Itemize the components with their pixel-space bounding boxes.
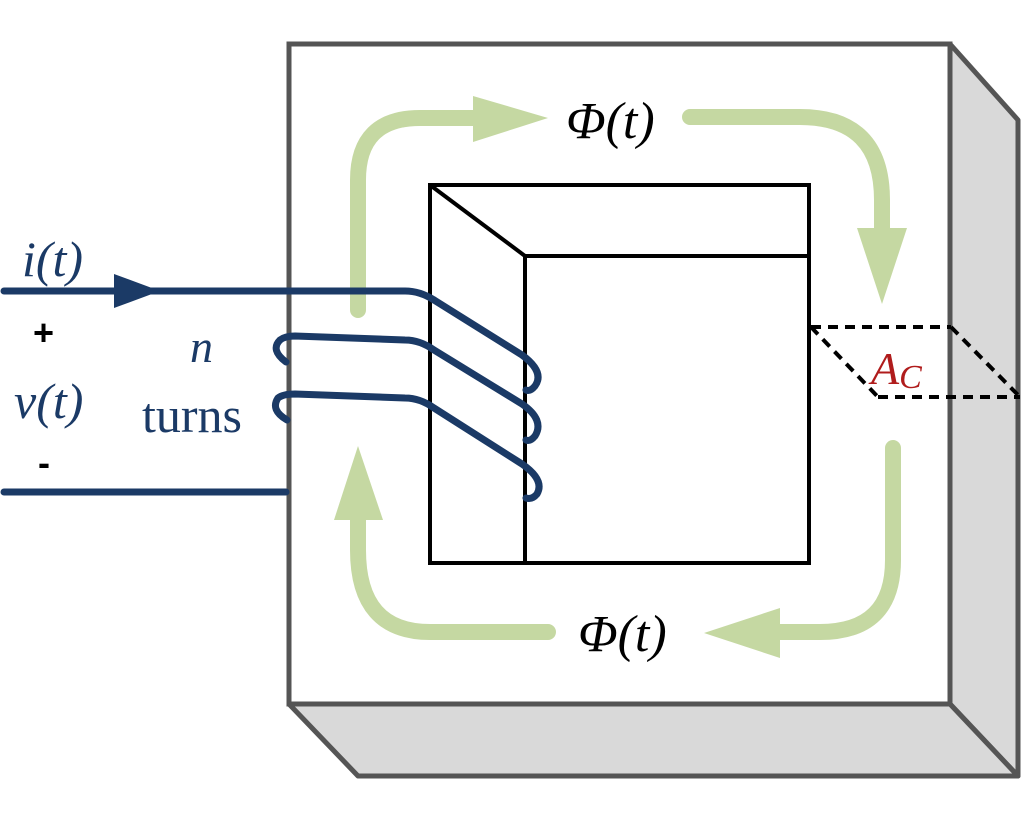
flux-arrowhead-down-icon (857, 228, 907, 304)
current-direction-arrow-icon (114, 274, 160, 308)
minus-sign: - (38, 442, 50, 483)
turns-count-label: n (190, 321, 213, 372)
flux-arrowhead-left-icon (704, 608, 780, 658)
current-label: i(t) (22, 231, 83, 287)
area-label-main: A (868, 343, 900, 394)
window-diagonal-edge (428, 183, 527, 258)
coil-turn-2 (272, 332, 542, 444)
plus-sign: + (33, 312, 54, 353)
voltage-label: v(t) (14, 373, 83, 429)
core-bottom-face (286, 701, 1021, 779)
area-label: AC (868, 343, 922, 396)
flux-arrow-top-left (350, 110, 488, 318)
coil-winding (272, 296, 543, 502)
core-window (428, 183, 811, 565)
coil-turn-3 (272, 390, 543, 502)
core-right-face (947, 41, 1021, 779)
flux-label-top: Φ(t) (566, 93, 655, 150)
cross-section-area (809, 325, 1022, 399)
flux-arrow-top-right (682, 109, 890, 248)
area-label-subscript: C (899, 359, 922, 396)
flux-arrowhead-up-icon (334, 446, 383, 520)
flux-arrow-bottom-right (772, 440, 901, 640)
turns-word-label: turns (142, 387, 242, 443)
flux-arrowheads (334, 96, 907, 658)
flux-path (350, 109, 901, 640)
coil-turn-1 (430, 296, 542, 394)
window-outline (428, 183, 811, 565)
flux-arrow-bottom-left (350, 512, 556, 640)
flux-arrowhead-right-icon (473, 96, 548, 142)
flux-label-bottom: Φ(t) (578, 606, 667, 663)
